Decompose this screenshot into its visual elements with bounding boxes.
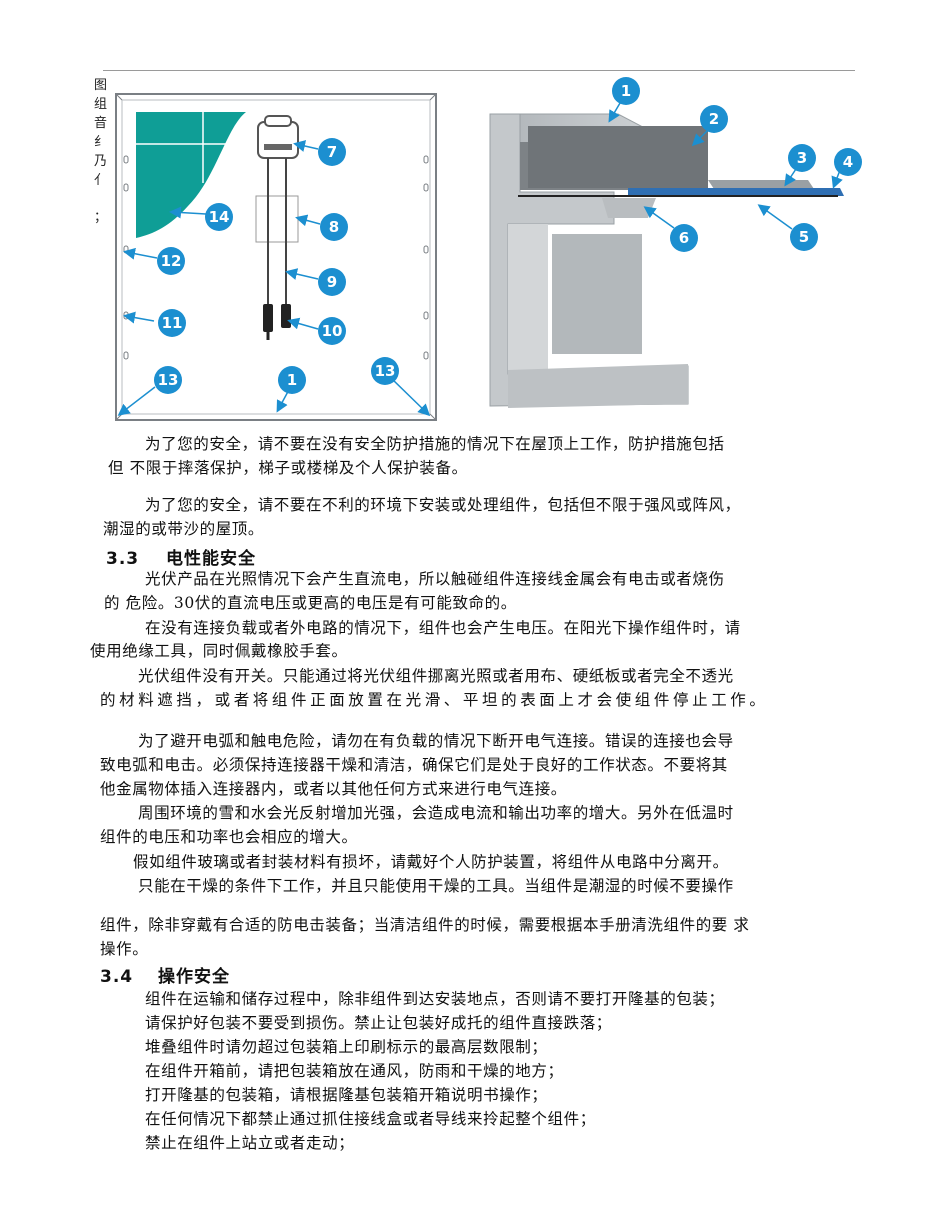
paragraph-line: 致电弧和电击。必须保持连接器干燥和清洁，确保它们是处于良好的工作状态。不要将其 [100,756,728,774]
paragraph-line: 使用绝缘工具，同时佩戴橡胶手套。 [90,642,348,660]
figure-side-caption: 图 组 音 纟 乃 亻 ； [94,76,108,227]
svg-text:7: 7 [327,143,337,161]
section-heading-3-4: 3.4 操作安全 [100,962,230,987]
callout-13-left: 13 [154,366,182,394]
module-label [255,195,299,243]
caption-char: ； [94,210,108,225]
glass-layer [628,188,844,196]
paragraph-line: 光伏产品在光照情况下会产生直流电，所以触碰组件连接线金属会有电击或者烧伤 [145,570,725,588]
caption-char: 图 [94,78,108,93]
caption-char: 乃 [94,154,108,169]
callout-5: 5 [790,223,818,251]
callout-4: 4 [834,148,862,176]
section-number: 3.4 [100,967,134,987]
caption-char: 纟 [94,135,108,150]
callout-7: 7 [318,138,346,166]
callout-6: 6 [670,224,698,252]
junction-box [257,121,299,159]
caption-char: 音 [94,116,108,131]
svg-text:4: 4 [843,153,853,171]
section-number: 3.3 [106,549,140,569]
paragraph-line: 在没有连接负载或者外电路的情况下，组件也会产生电压。在阳光下操作组件时，请 [145,619,741,637]
paragraph-line: 周围环境的雪和水会光反射增加光强，会造成电流和输出功率的增大。另外在低温时 [138,804,734,822]
paragraph-line: 操作。 [100,940,149,958]
paragraph-line: 只能在干燥的条件下工作，并且只能使用干燥的工具。当组件是潮湿的时候不要操作 [138,877,734,895]
svg-text:5: 5 [799,228,809,246]
paragraph-line: 假如组件玻璃或者封装材料有损坏，请戴好个人防护装置，将组件从电路中分离开。 [133,853,729,871]
callout-1-left: 1 [278,366,306,394]
callout-14: 14 [205,203,233,231]
callout-9: 9 [318,268,346,296]
module-rear-view-figure: 7 14 8 12 9 11 10 13 1 13 [115,93,437,421]
svg-text:3: 3 [797,149,807,167]
callout-10: 10 [318,317,346,345]
svg-text:10: 10 [322,322,343,340]
list-item: 打开隆基的包装箱，请根据隆基包装箱开箱说明书操作； [145,1086,548,1104]
callout-13-right: 13 [371,357,399,385]
caption-char: 亻 [94,173,108,188]
svg-text:8: 8 [329,218,339,236]
section-heading-3-3: 3.3 电性能安全 [106,544,256,569]
paragraph-line: 为了您的安全，请不要在不利的环境下安装或处理组件，包括但不限于强风或阵风， [145,496,741,514]
paragraph-line: 组件的电压和功率也会相应的增大。 [100,828,358,846]
list-item: 禁止在组件上站立或者走动； [145,1134,355,1152]
section-title: 电性能安全 [166,549,257,569]
svg-text:13: 13 [375,362,396,380]
section-title: 操作安全 [158,967,231,987]
svg-text:14: 14 [209,208,230,226]
svg-text:1: 1 [287,371,297,389]
caption-char: 组 [94,97,108,112]
svg-text:6: 6 [679,229,689,247]
svg-text:12: 12 [161,252,182,270]
list-item: 在组件开箱前，请把包装箱放在通风，防雨和干燥的地方； [145,1062,564,1080]
frame-cross-section-figure: 1 2 3 4 6 5 [489,77,862,408]
callout-2: 2 [700,105,728,133]
callout-11: 11 [158,309,186,337]
paragraph-line: 潮湿的或带沙的屋顶。 [103,520,265,538]
list-item: 组件在运输和储存过程中，除非组件到达安装地点，否则请不要打开隆基的包装； [145,990,725,1008]
list-item: 请保护好包装不要受到损伤。禁止让包装好成托的组件直接跌落； [145,1014,612,1032]
list-item: 在任何情况下都禁止通过抓住接线盒或者导线来拎起整个组件； [145,1110,596,1128]
paragraph-line: 但 不限于摔落保护，梯子或楼梯及个人保护装备。 [108,459,468,477]
header-rule [103,70,855,71]
svg-text:9: 9 [327,273,337,291]
paragraph-line: 为了避开电弧和触电危险，请勿在有负载的情况下断开电气连接。错误的连接也会导 [138,732,734,750]
svg-text:2: 2 [709,110,719,128]
svg-text:13: 13 [158,371,179,389]
paragraph-line: 为了您的安全，请不要在没有安全防护措施的情况下在屋顶上工作，防护措施包括 [145,435,725,453]
callout-1-right: 1 [612,77,640,105]
paragraph-line: 组件，除非穿戴有合适的防电击装备；当清洁组件的时候，需要根据本手册清洗组件的要 … [100,916,750,934]
module-inner-frame [121,99,431,415]
callout-8: 8 [320,213,348,241]
paragraph-line: 他金属物体插入连接器内，或者以其他任何方式来进行电气连接。 [100,780,567,798]
connector [263,304,273,332]
callout-3: 3 [788,144,816,172]
paragraph-line: 的材料遮挡，或者将组件正面放置在光滑、平坦的表面上才会使组件停止工作。 [100,691,769,709]
callout-12: 12 [157,247,185,275]
list-item: 堆叠组件时请勿超过包装箱上印刷标示的最高层数限制； [145,1038,548,1056]
laminate-block [528,126,708,188]
paragraph-line: 光伏组件没有开关。只能通过将光伏组件挪离光照或者用布、硬纸板或者完全不透光 [138,667,734,685]
paragraph-line: 的 危险。30伏的直流电压或更高的电压是有可能致命的。 [104,594,517,612]
svg-text:11: 11 [162,314,183,332]
svg-text:1: 1 [621,82,631,100]
